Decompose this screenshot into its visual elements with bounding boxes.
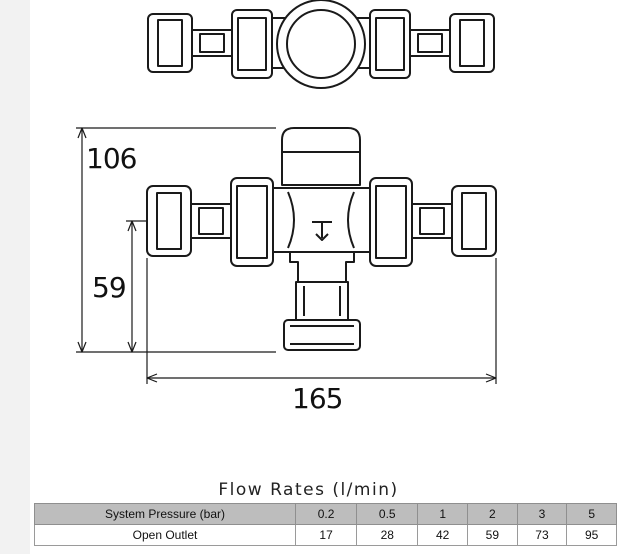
rate-cell: 59 xyxy=(467,524,518,546)
left-compression-nut-flat xyxy=(156,192,182,250)
rate-cell: 17 xyxy=(294,524,358,546)
top-right-pipe-inner xyxy=(417,33,443,53)
width-label: 165 xyxy=(292,382,342,415)
temp-symbol-arrow xyxy=(315,233,329,241)
top-bonnet-inner xyxy=(286,9,356,79)
pressure-cell: 3 xyxy=(516,503,568,525)
rate-cell: 28 xyxy=(356,524,419,546)
width-arrows xyxy=(146,373,497,383)
right-union-nut-flat xyxy=(375,185,407,259)
right-compression-nut-flat xyxy=(461,192,487,250)
rate-cell: 42 xyxy=(417,524,468,546)
pressure-cell: 0.5 xyxy=(356,503,419,525)
top-left-nut-flat xyxy=(157,19,183,67)
overall-height-arrows xyxy=(77,127,87,353)
top-right-nut-flat xyxy=(459,19,485,67)
top-bonnet-outer xyxy=(276,0,366,89)
front-view xyxy=(146,127,497,351)
pressure-cell: 5 xyxy=(566,503,617,525)
pressure-cell: 0.2 xyxy=(294,503,358,525)
top-view xyxy=(147,0,495,89)
outlet-height-arrows xyxy=(127,220,137,353)
table-header-row: System Pressure (bar) 0.2 0.5 1 2 3 5 xyxy=(34,503,617,525)
dimension-lines xyxy=(76,127,497,384)
left-compression-nut xyxy=(146,185,192,257)
header-label: System Pressure (bar) xyxy=(34,503,296,525)
top-left-compression-nut xyxy=(147,13,193,73)
right-pipe xyxy=(411,203,453,239)
top-right-compression-nut xyxy=(449,13,495,73)
outlet-neck xyxy=(289,252,355,283)
left-union-nut-flat xyxy=(236,185,268,259)
left-pipe-inner xyxy=(198,207,224,235)
pressure-cell: 1 xyxy=(417,503,468,525)
page-margin-strip xyxy=(0,0,30,554)
outlet-height-label: 59 xyxy=(92,271,126,304)
top-left-union-flat xyxy=(237,17,267,71)
table-row: Open Outlet 17 28 42 59 73 95 xyxy=(34,524,617,546)
top-left-pipe-inner xyxy=(199,33,225,53)
valve-technical-drawing: 106 59 165 xyxy=(76,0,497,415)
row-label: Open Outlet xyxy=(34,524,296,546)
right-pipe-inner xyxy=(419,207,445,235)
rate-cell: 73 xyxy=(516,524,568,546)
right-compression-nut xyxy=(451,185,497,257)
body-waist-lines xyxy=(287,191,355,249)
pressure-cell: 2 xyxy=(467,503,518,525)
flow-table-title: Flow Rates (l/min) xyxy=(218,480,399,500)
bonnet-cap xyxy=(281,127,361,186)
outlet-nut xyxy=(283,319,361,351)
top-right-union-flat xyxy=(375,17,405,71)
flow-rates-table: System Pressure (bar) 0.2 0.5 1 2 3 5 Op… xyxy=(34,503,617,546)
overall-height-label: 106 xyxy=(86,142,137,175)
left-pipe xyxy=(190,203,232,239)
rate-cell: 95 xyxy=(566,524,617,546)
valve-body xyxy=(272,187,371,253)
